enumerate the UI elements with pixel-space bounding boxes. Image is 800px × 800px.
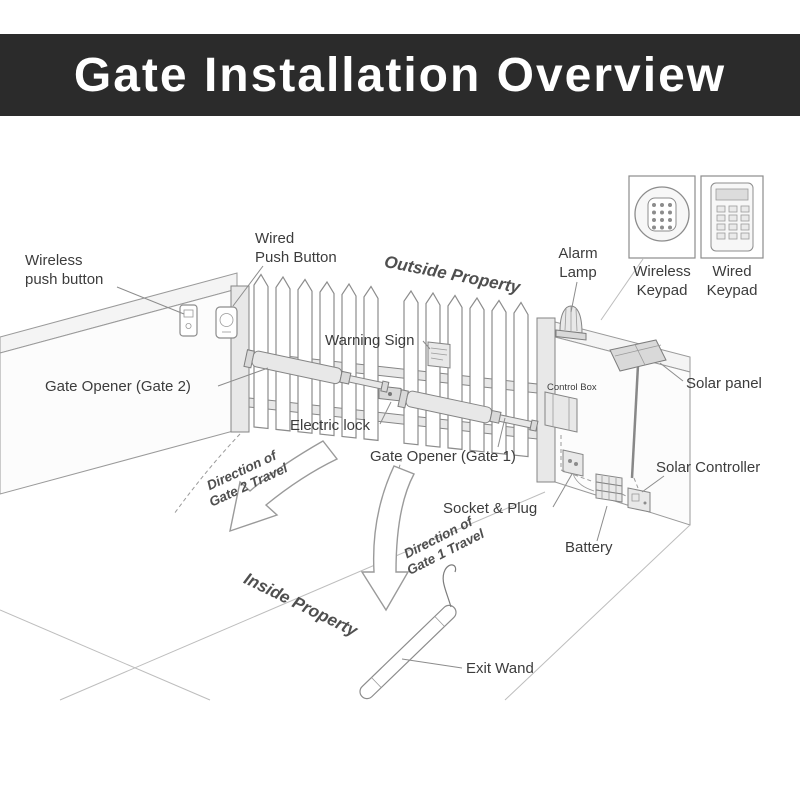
solar-panel-device [609,339,667,479]
gate-opener-2-label: Gate Opener (Gate 2) [45,378,191,395]
warning-sign-plate [427,341,451,369]
electric-lock-label: Electric lock [290,417,371,434]
wireless-keypad-icon [628,175,696,259]
socket-plug-device [562,449,595,492]
control-box-device [544,391,578,433]
wireless-push-button-device [179,304,198,337]
solar-controller-label: Solar Controller [656,459,760,476]
wired-keypad-buttons [716,205,750,240]
fence-picket [469,296,485,453]
gate-swing-dashed-lines [173,433,403,551]
exit-wand-device [359,564,457,700]
gate-opener-1-label: Gate Opener (Gate 1) [370,448,516,465]
ground-lines [0,491,691,701]
fence-picket [297,278,313,434]
fence-picket [341,282,357,439]
wired-push-button-label: Wired [255,230,294,247]
fence-picket [491,299,507,455]
wired-push-button-device [215,306,238,339]
wireless-push-button-label: Wireless [25,252,83,269]
fence-picket [403,289,419,446]
socket-plug-label: Socket & Plug [443,500,537,517]
alarm-lamp-device [555,305,587,341]
leader-lines [116,265,684,669]
alarm-lamp-label: Alarm [558,245,597,262]
inside-property-label: Inside Property [241,569,362,641]
fence-picket [319,280,335,437]
fence-picket [363,285,379,442]
solar-controller-device [627,487,651,513]
wired-keypad-icon [700,175,764,259]
direction-gate1-label: Direction of Gate 1 Travel [401,513,486,578]
fence-picket [425,291,441,448]
fence-picket [513,301,529,458]
fence-picket [275,275,291,432]
warning-sign-label: Warning Sign [325,332,415,349]
battery-label: Battery [565,539,613,556]
solar-panel-label: Solar panel [686,375,762,392]
battery-device [595,473,623,503]
outside-property-label: Outside Property [383,252,524,297]
exit-wand-label: Exit Wand [466,660,534,677]
wired-keypad-label: Wired [712,263,751,280]
wireless-keypad-buttons [652,203,672,230]
gate-opener-2-actuator [243,349,390,393]
wireless-keypad-label: Keypad [637,282,688,299]
wired-push-button-label: Push Button [255,249,337,266]
gate-opener-1-actuator [397,389,539,432]
alarm-lamp-label: Lamp [559,264,597,281]
wired-keypad-label: Keypad [707,282,758,299]
title-bar: Gate Installation Overview [0,34,800,116]
wiring-dashed-lines [560,435,639,498]
fence [230,273,556,483]
gate2-travel-arrow [229,440,339,533]
control-box-label: Control Box [547,382,597,393]
gate1-travel-arrow [360,465,415,612]
wireless-keypad-label: Wireless [633,263,691,280]
keypad-leader-line [600,258,644,321]
wireless-push-button-label: push button [25,271,103,288]
fence-picket [447,294,463,451]
page-title: Gate Installation Overview [73,48,727,102]
